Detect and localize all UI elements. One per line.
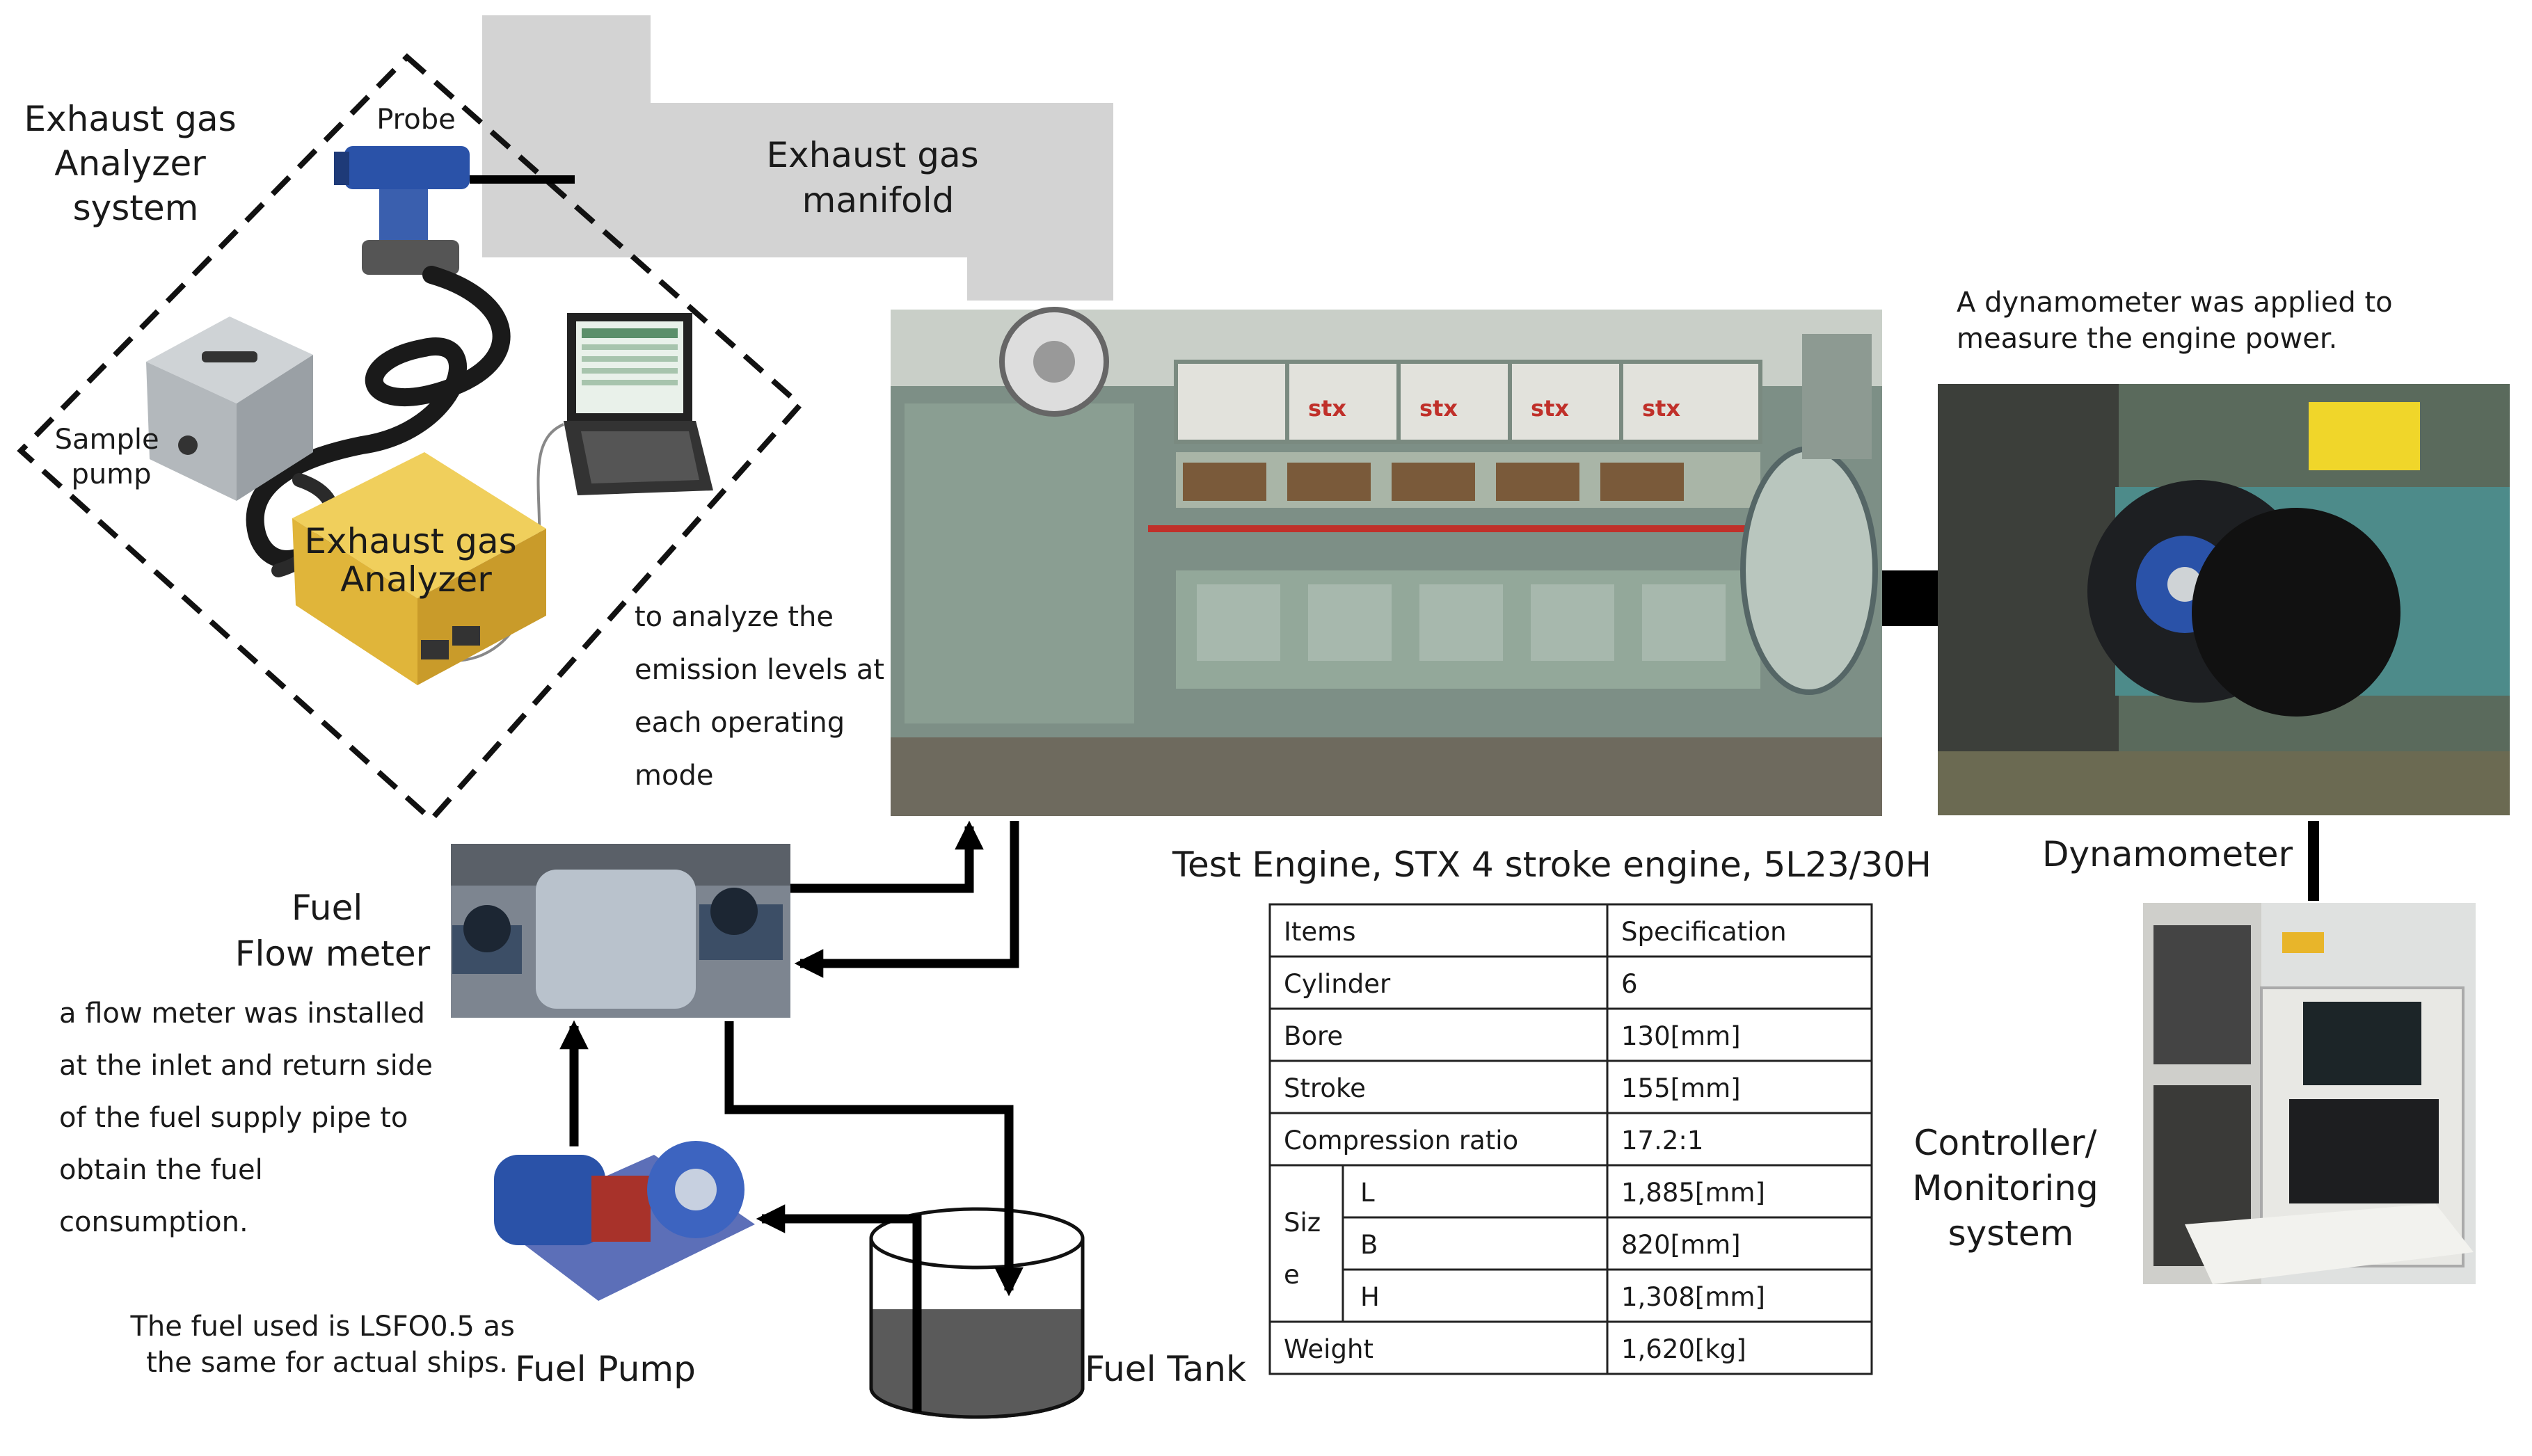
spec-row-item: Cylinder xyxy=(1284,969,1391,999)
svg-text:stx: stx xyxy=(1642,395,1680,422)
fuel-type-note: The fuel used is LSFO0.5 as the same for… xyxy=(129,1311,523,1379)
exhaust-gas-analyzer-unit xyxy=(292,452,546,685)
spec-weight-item: Weight xyxy=(1284,1334,1374,1364)
spec-size-sub: B xyxy=(1360,1230,1378,1260)
spec-row-value: 6 xyxy=(1621,969,1638,999)
fuel-flow-meter-label: Fuel Flow meter xyxy=(235,888,431,974)
analyzer-system-label: Exhaust gas Analyzer system xyxy=(24,99,247,228)
svg-text:stx: stx xyxy=(1419,395,1458,422)
exhaust-manifold-duct xyxy=(482,15,1113,301)
controller-monitoring-label: Controller/ Monitoring system xyxy=(1912,1123,2109,1254)
fuel-supply-arrow-to-engine xyxy=(790,820,984,893)
sample-pump-device xyxy=(146,317,313,501)
engine-caption: Test Engine, STX 4 stroke engine, 5L23/3… xyxy=(1172,845,1932,885)
fuel-pump-label: Fuel Pump xyxy=(515,1349,696,1389)
spec-size-value: 1,308[mm] xyxy=(1621,1282,1765,1312)
dynamometer-label: Dynamometer xyxy=(2042,834,2293,874)
spec-row-item: Compression ratio xyxy=(1284,1126,1518,1155)
fuel-return-arrow-to-flowmeter xyxy=(794,821,1019,978)
spec-size-value: 1,885[mm] xyxy=(1621,1178,1765,1208)
spec-header-item: Items xyxy=(1284,917,1356,947)
spec-size-sub: L xyxy=(1360,1178,1375,1208)
spec-weight-value: 1,620[kg] xyxy=(1621,1334,1746,1364)
spec-row-value: 155[mm] xyxy=(1621,1073,1741,1103)
spec-size-label: Siz xyxy=(1284,1208,1321,1238)
sample-pump-label: Sample pump xyxy=(55,424,168,490)
fuel-flow-meter-photo xyxy=(451,844,790,1018)
analyzer-purpose-note: to analyze the emission levels at each o… xyxy=(635,601,893,792)
fuel-tank-label: Fuel Tank xyxy=(1085,1349,1246,1389)
spec-size-value: 820[mm] xyxy=(1621,1230,1741,1260)
flow-meter-purpose-note: a flow meter was installed at the inlet … xyxy=(59,998,442,1238)
spec-row-value: 17.2:1 xyxy=(1621,1126,1703,1155)
test-engine-photo: stx stx stx stx xyxy=(891,307,1882,816)
fuel-return-arrow-to-tank xyxy=(724,1021,1024,1297)
svg-text:stx: stx xyxy=(1308,395,1346,422)
spec-row-value: 130[mm] xyxy=(1621,1021,1741,1051)
fuel-tank xyxy=(869,1207,1085,1419)
spec-size-label: e xyxy=(1284,1260,1300,1290)
fuel-suction-arrow-to-pump xyxy=(756,1204,922,1412)
analyzer-unit-label: Exhaust gas Analyzer xyxy=(304,521,527,600)
fuel-pump-device xyxy=(494,1141,755,1301)
probe-label: Probe xyxy=(376,104,455,136)
probe-device xyxy=(334,146,575,275)
sample-hose-icon xyxy=(246,266,511,568)
exhaust-manifold-label: Exhaust gas manifold xyxy=(766,135,989,221)
spec-row-item: Bore xyxy=(1284,1021,1343,1051)
svg-text:stx: stx xyxy=(1531,395,1569,422)
engine-spec-table-text: Items Specification Cylinder 6 Bore 130[… xyxy=(1284,917,1787,1364)
dynamometer-photo xyxy=(1938,384,2510,815)
spec-header-value: Specification xyxy=(1621,917,1787,947)
spec-row-item: Stroke xyxy=(1284,1073,1366,1103)
engine-spec-table xyxy=(1268,903,1873,1375)
controller-cabinet-photo xyxy=(2143,903,2476,1284)
laptop-device xyxy=(564,313,713,495)
shaft-coupling xyxy=(1882,570,1939,626)
spec-size-sub: H xyxy=(1360,1282,1380,1312)
analyzer-system-boundary xyxy=(17,53,804,824)
dynamometer-purpose-note: A dynamometer was applied to measure the… xyxy=(1957,287,2401,355)
